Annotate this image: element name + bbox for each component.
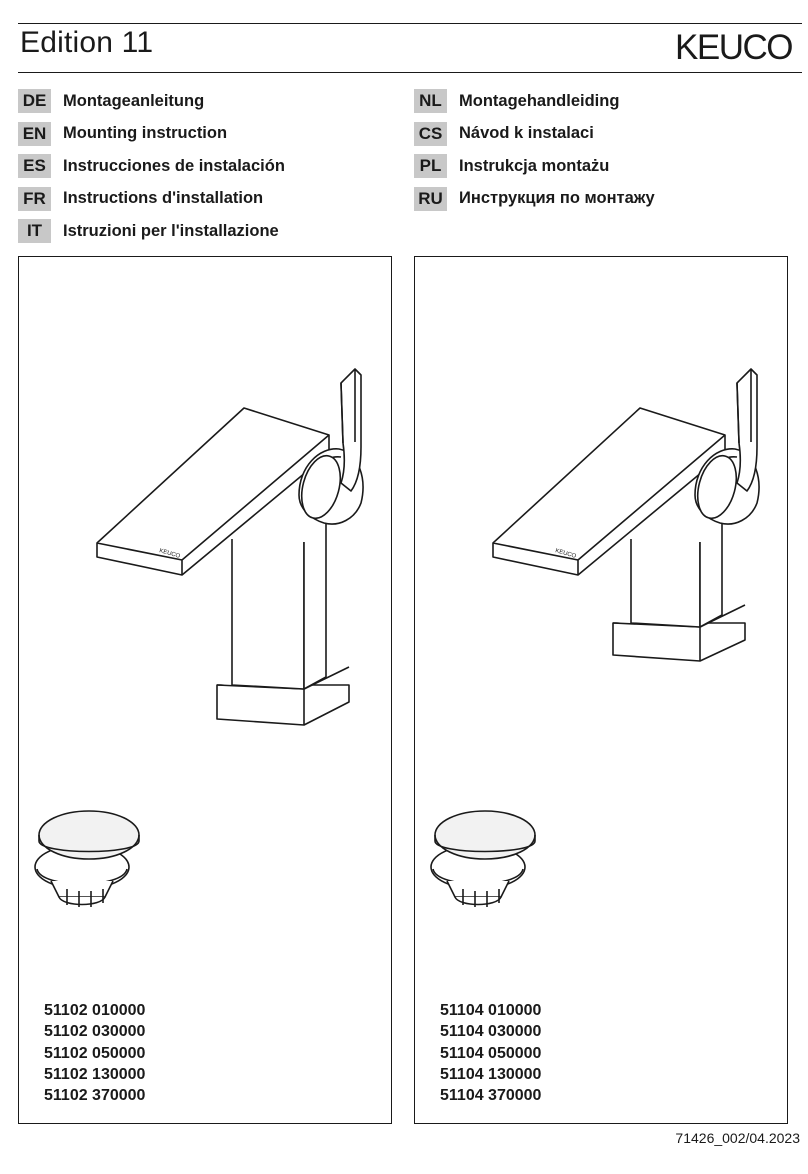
language-code: IT (18, 219, 51, 244)
spout-logo-text: KEUCO (554, 548, 576, 560)
language-label: Montageanleitung (63, 91, 205, 110)
product-panel-left: KEUCO 51102 010000 51102 030000 51102 05… (18, 256, 392, 1124)
page-title: Edition 11 (20, 26, 154, 59)
language-list-right: NL Montagehandleiding CS Návod k instalaci… (414, 85, 655, 215)
model-number: 51104 050000 (440, 1044, 542, 1062)
top-rule (18, 23, 802, 24)
model-number-list: 51102 010000 51102 030000 51102 050000 5… (44, 1000, 145, 1106)
model-number: 51104 370000 (440, 1087, 542, 1105)
model-number: 51102 030000 (44, 1023, 146, 1041)
model-number-list: 51104 010000 51104 030000 51104 050000 5… (440, 1000, 541, 1106)
language-row: FR Instructions d'installation (18, 183, 285, 216)
model-number: 51104 010000 (440, 1002, 542, 1019)
model-number: 51104 030000 (440, 1023, 542, 1041)
language-row: CS Návod k instalaci (414, 118, 655, 151)
document-number: 71426_002/04.2023 (675, 1130, 800, 1146)
language-code: EN (18, 121, 51, 146)
pop-up-waste (430, 810, 536, 907)
model-number: 51102 130000 (44, 1065, 146, 1083)
model-number: 51102 370000 (44, 1087, 146, 1105)
language-label: Instrucciones de instalación (63, 156, 285, 175)
language-row: ES Instrucciones de instalación (18, 150, 285, 183)
language-label: Инструкция по монтажу (459, 189, 655, 208)
language-code: CS (414, 121, 447, 146)
model-number: 51102 050000 (44, 1044, 146, 1062)
language-code: ES (18, 154, 51, 179)
language-row: RU Инструкция по монтажу (414, 183, 655, 216)
faucet-drawing: KEUCO (430, 368, 760, 907)
language-code: NL (414, 89, 447, 114)
model-number: 51104 130000 (440, 1065, 542, 1083)
language-label: Návod k instalaci (459, 124, 594, 143)
language-code: PL (414, 154, 447, 179)
keuco-logo: KEUCO (675, 28, 793, 67)
faucet-spout (492, 407, 726, 576)
language-label: Instructions d'installation (63, 189, 264, 208)
faucet-handle (694, 368, 760, 525)
language-label: Istruzioni per l'installazione (63, 221, 279, 240)
language-row: PL Instrukcja montażu (414, 150, 655, 183)
language-code: RU (414, 186, 447, 211)
language-list-left: DE Montageanleitung EN Mounting instructio… (18, 85, 285, 248)
language-code: DE (18, 89, 51, 114)
language-row: DE Montageanleitung (18, 85, 285, 118)
product-panel-right: KEUCO 51104 010000 51104 030000 51104 05… (414, 256, 788, 1124)
language-code: FR (18, 186, 51, 211)
faucet-handle (298, 368, 364, 525)
faucet-drawing: KEUCO (34, 368, 364, 907)
language-row: EN Mounting instruction (18, 118, 285, 151)
model-number: 51102 010000 (44, 1002, 146, 1019)
spout-logo-text: KEUCO (158, 548, 180, 560)
language-label: Instrukcja montażu (459, 156, 610, 175)
pop-up-waste (34, 810, 140, 907)
language-row: NL Montagehandleiding (414, 85, 655, 118)
language-row: IT Istruzioni per l'installazione (18, 215, 285, 248)
language-label: Mounting instruction (63, 124, 228, 143)
language-label: Montagehandleiding (459, 91, 620, 110)
faucet-spout (96, 407, 330, 576)
header-rule (18, 72, 802, 73)
